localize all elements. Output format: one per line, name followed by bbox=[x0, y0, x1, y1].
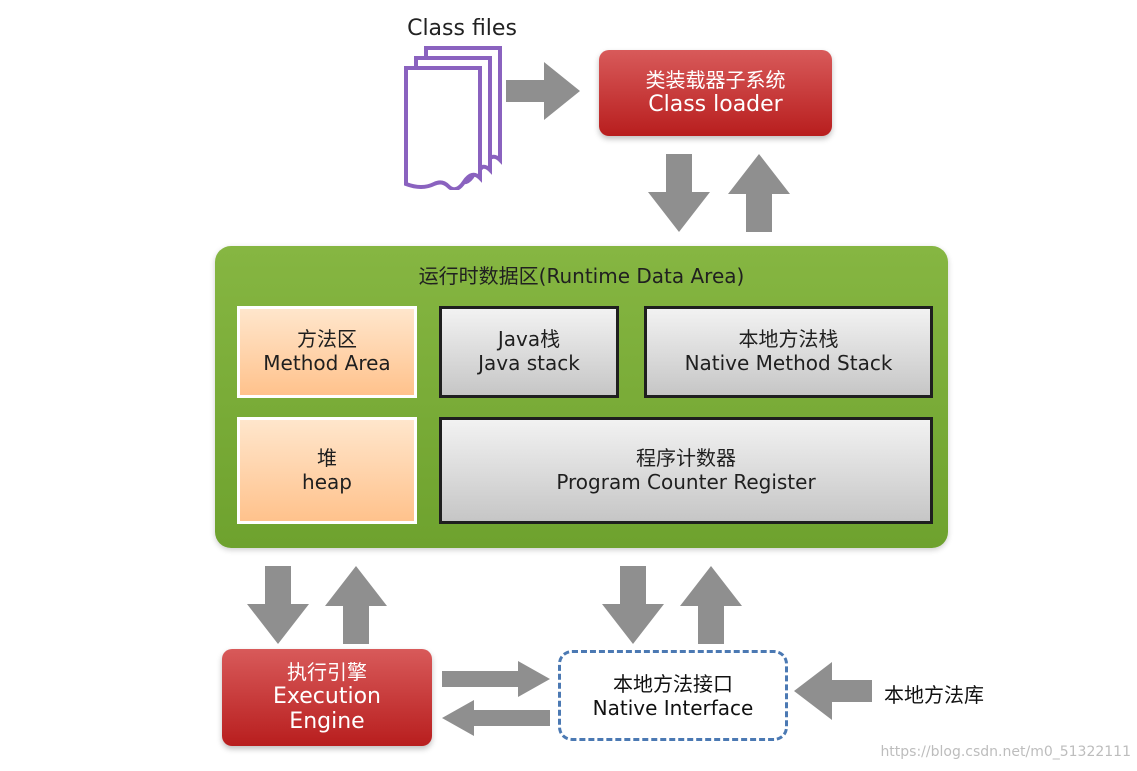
method-area-box: 方法区 Method Area bbox=[237, 306, 417, 398]
method-area-line-2: Method Area bbox=[263, 351, 391, 375]
class-loader-box: 类装载器子系统 Class loader bbox=[599, 50, 832, 136]
runtime-to-execution-down-arrow-icon bbox=[247, 566, 309, 644]
watermark-text: https://blog.csdn.net/m0_51322111 bbox=[880, 744, 1131, 760]
java-stack-box: Java栈 Java stack bbox=[439, 306, 619, 398]
java-stack-line-1: Java栈 bbox=[497, 327, 561, 352]
heap-line-1: 堆 bbox=[317, 445, 337, 470]
execution-engine-line-1: 执行引擎 bbox=[287, 659, 367, 684]
native-method-stack-line-1: 本地方法栈 bbox=[738, 327, 839, 352]
native-interface-to-runtime-up-arrow-icon bbox=[680, 566, 742, 644]
runtime-to-loader-up-arrow-icon bbox=[728, 154, 790, 232]
class-files-document-stack-icon bbox=[404, 46, 502, 190]
runtime-data-area: 运行时数据区(Runtime Data Area) 方法区 Method Are… bbox=[215, 246, 948, 548]
native-interface-to-execution-arrow-icon bbox=[442, 700, 550, 736]
native-method-stack-box: 本地方法栈 Native Method Stack bbox=[644, 306, 933, 398]
program-counter-register-line-2: Program Counter Register bbox=[556, 469, 816, 494]
native-interface-line-2: Native Interface bbox=[592, 695, 754, 720]
native-interface-box: 本地方法接口 Native Interface bbox=[558, 650, 788, 741]
class-files-label: Class files bbox=[407, 16, 517, 41]
runtime-data-area-title: 运行时数据区(Runtime Data Area) bbox=[418, 264, 745, 288]
execution-engine-line-3: Engine bbox=[289, 709, 365, 734]
native-method-stack-line-2: Native Method Stack bbox=[684, 351, 893, 375]
program-counter-register-box: 程序计数器 Program Counter Register bbox=[439, 417, 933, 524]
class-loader-line-1: 类装载器子系统 bbox=[645, 67, 786, 92]
class-loader-line-2: Class loader bbox=[648, 91, 783, 117]
native-library-to-interface-arrow-icon bbox=[794, 662, 872, 720]
execution-to-native-interface-arrow-icon bbox=[442, 661, 550, 697]
execution-engine-box: 执行引擎 Execution Engine bbox=[222, 649, 432, 746]
heap-line-2: heap bbox=[302, 469, 352, 494]
runtime-to-native-interface-down-arrow-icon bbox=[602, 566, 664, 644]
native-interface-line-1: 本地方法接口 bbox=[613, 671, 733, 696]
heap-box: 堆 heap bbox=[237, 417, 417, 524]
native-library-label: 本地方法库 bbox=[884, 683, 984, 707]
java-stack-line-2: Java stack bbox=[478, 351, 580, 375]
method-area-line-1: 方法区 bbox=[297, 327, 357, 352]
execution-engine-line-2: Execution bbox=[273, 683, 381, 709]
program-counter-register-line-1: 程序计数器 bbox=[636, 445, 736, 470]
loader-to-runtime-down-arrow-icon bbox=[648, 154, 710, 232]
execution-to-runtime-up-arrow-icon bbox=[325, 566, 387, 644]
class-files-to-loader-arrow-icon bbox=[506, 62, 580, 120]
